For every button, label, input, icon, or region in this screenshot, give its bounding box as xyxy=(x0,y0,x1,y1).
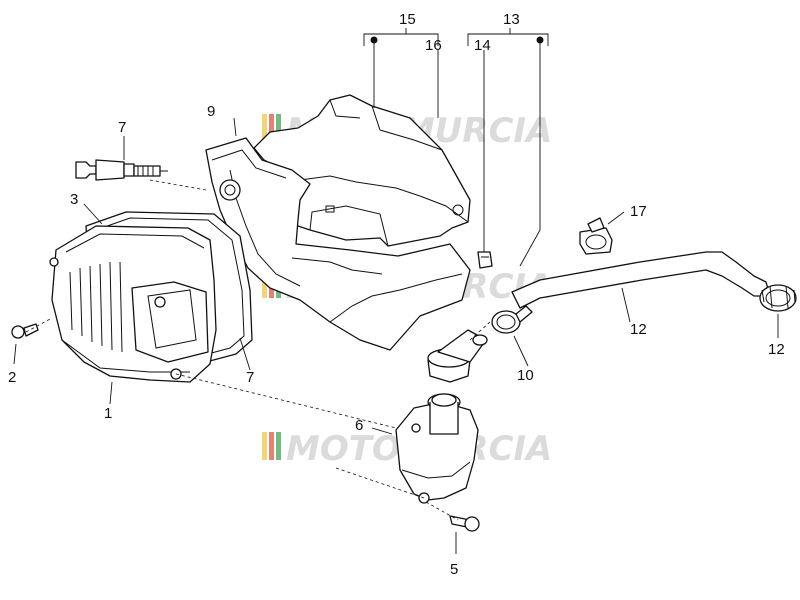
callout-10-top: 9 xyxy=(207,103,215,120)
part-breather-cap xyxy=(427,329,488,383)
part-screw-5 xyxy=(449,515,480,532)
part-hose-clamp xyxy=(491,305,533,334)
callout-15: 15 xyxy=(399,11,416,28)
callout-3: 3 xyxy=(70,191,78,208)
part-clamp-12 xyxy=(759,284,797,312)
callout-1: 1 xyxy=(104,405,112,422)
callout-9: 7 xyxy=(118,119,126,136)
callout-12: 12 xyxy=(768,341,785,358)
part-spark-plug xyxy=(75,159,168,181)
part-cover-shroud xyxy=(253,94,471,247)
part-clip-14 xyxy=(477,251,493,269)
callout-11: 12 xyxy=(630,321,647,338)
callout-17: 17 xyxy=(630,203,647,220)
callout-2: 2 xyxy=(8,369,16,386)
callout-6: 6 xyxy=(355,417,363,434)
callout-10-bottom: 10 xyxy=(517,367,534,384)
part-breather-housing xyxy=(395,393,479,504)
callout-16: 16 xyxy=(425,37,442,54)
callout-7: 7 xyxy=(246,369,254,386)
part-head-cover xyxy=(49,225,217,383)
callout-labels: 15 13 16 14 7 9 3 17 12 12 10 2 7 1 6 5 xyxy=(8,11,785,578)
part-clip-17 xyxy=(579,217,613,255)
callout-14: 14 xyxy=(474,37,491,54)
leader-lines xyxy=(13,28,779,554)
part-screw-2 xyxy=(11,323,39,339)
callout-5: 5 xyxy=(450,561,458,578)
callout-13: 13 xyxy=(503,11,520,28)
